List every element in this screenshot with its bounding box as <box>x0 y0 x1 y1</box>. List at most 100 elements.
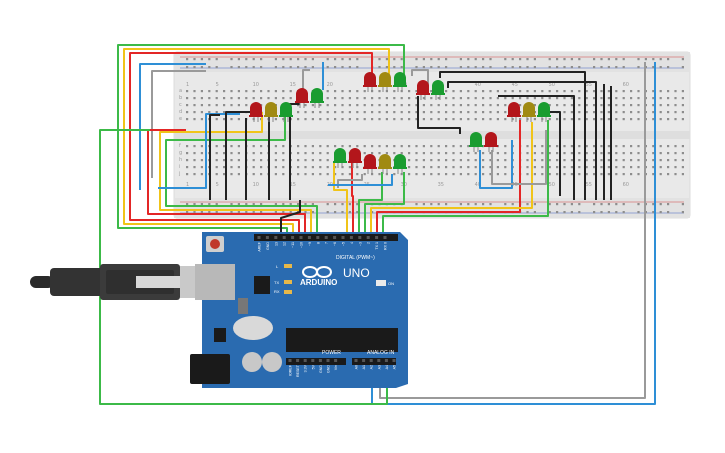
pin-label: GND <box>327 365 331 373</box>
pin-label: 4 <box>350 242 354 244</box>
led <box>378 154 392 174</box>
pin-label: 8 <box>316 242 320 244</box>
column-number: 1 <box>186 82 189 88</box>
usb-cable <box>30 264 210 300</box>
led <box>378 72 392 92</box>
pin-label: TX 1 <box>375 242 379 250</box>
column-number: 60 <box>623 82 629 88</box>
row-letter: d <box>179 109 182 115</box>
column-number: 40 <box>475 182 481 188</box>
column-number: 60 <box>623 182 629 188</box>
pin-label: RX 0 <box>384 242 388 250</box>
wire-yellow-r <box>370 122 533 232</box>
led-tx-label: TX <box>274 280 279 285</box>
column-number: 40 <box>475 82 481 88</box>
arduino-logo <box>302 266 332 278</box>
led-group <box>249 72 551 174</box>
wire-red-r <box>376 120 521 232</box>
led <box>333 148 347 168</box>
pin-label: A4 <box>385 365 389 369</box>
column-number: 15 <box>290 182 296 188</box>
column-number: 5 <box>216 182 219 188</box>
row-letter: i <box>179 164 180 170</box>
wire-red-top <box>129 52 373 232</box>
arduino-board: ARDUINO UNO DIGITAL (PWM~) ANALOG IN POW… <box>190 232 408 388</box>
pin-label: ~10 <box>300 242 304 248</box>
pin-label: 3.3V <box>304 364 308 372</box>
column-number: 20 <box>327 82 333 88</box>
wire-gray-r2 <box>491 130 547 185</box>
led <box>393 154 407 174</box>
wire-black-r3 <box>498 95 575 200</box>
led <box>363 72 377 92</box>
pin-label: 7 <box>325 242 329 244</box>
wire-green-top <box>117 44 405 232</box>
wire-red-2 <box>147 129 306 232</box>
column-number: 50 <box>549 182 555 188</box>
led <box>363 154 377 174</box>
led <box>431 80 445 100</box>
column-number: 45 <box>512 82 518 88</box>
wire-black-1 <box>209 114 220 200</box>
row-letter: f <box>179 143 181 149</box>
pin-label: A1 <box>362 365 366 369</box>
led <box>279 102 293 122</box>
led <box>310 88 324 108</box>
column-number: 10 <box>253 182 259 188</box>
wire-green-c2 <box>364 172 405 232</box>
wire-yellow-top <box>123 48 390 232</box>
led <box>393 72 407 92</box>
pin-label: AREF <box>258 241 262 251</box>
wire-black-r1 <box>447 81 597 200</box>
pin-label: IOREF <box>289 364 293 376</box>
led <box>537 102 551 122</box>
led <box>249 102 263 122</box>
led <box>416 80 430 100</box>
column-number: 55 <box>586 182 592 188</box>
wire-black-r2 <box>417 96 461 134</box>
analog-label: ANALOG IN <box>367 350 395 356</box>
pin-label: ~9 <box>308 242 312 246</box>
row-letter: h <box>179 157 182 163</box>
led <box>348 148 362 168</box>
column-number: 5 <box>216 82 219 88</box>
board-brand: ARDUINO <box>300 278 337 287</box>
column-number: 50 <box>549 82 555 88</box>
row-letter: b <box>179 95 182 101</box>
wire-green-2 <box>165 112 318 232</box>
pin-label: 12 <box>283 242 287 246</box>
led-rx-label: RX <box>274 289 280 294</box>
pin-label: RESET <box>296 364 300 377</box>
pin-label: GND <box>319 365 323 373</box>
board-model: UNO <box>343 266 370 280</box>
row-letter: g <box>179 150 182 156</box>
wire-gray-2 <box>302 69 310 90</box>
wire-black-2 <box>225 111 250 200</box>
wire-yellow-c <box>333 162 348 232</box>
pin-label: ~3 <box>358 242 362 246</box>
wire-green-outer <box>99 129 388 405</box>
pin-label: ~5 <box>342 242 346 246</box>
pin-label: A3 <box>377 365 381 369</box>
wire-gray-3 <box>411 69 429 92</box>
pin-label: 13 <box>274 242 278 246</box>
pin-label: GND <box>266 242 270 250</box>
wire-red-c <box>351 162 354 232</box>
row-letter: a <box>179 88 182 94</box>
pin-label: A2 <box>370 365 374 369</box>
led <box>484 132 498 152</box>
pin-label: A5 <box>393 365 397 369</box>
led-l-label: L <box>276 264 279 269</box>
wire-blue-r2 <box>479 140 513 189</box>
wire-blue-2 <box>158 113 240 189</box>
led <box>264 102 278 122</box>
pin-label: ~6 <box>333 242 337 246</box>
wire-blue-top <box>139 63 206 190</box>
wire-blue-c <box>328 174 393 186</box>
wire-black-gnd <box>280 200 301 234</box>
column-number: 35 <box>438 182 444 188</box>
column-number: 1 <box>186 182 189 188</box>
column-number: 10 <box>253 82 259 88</box>
